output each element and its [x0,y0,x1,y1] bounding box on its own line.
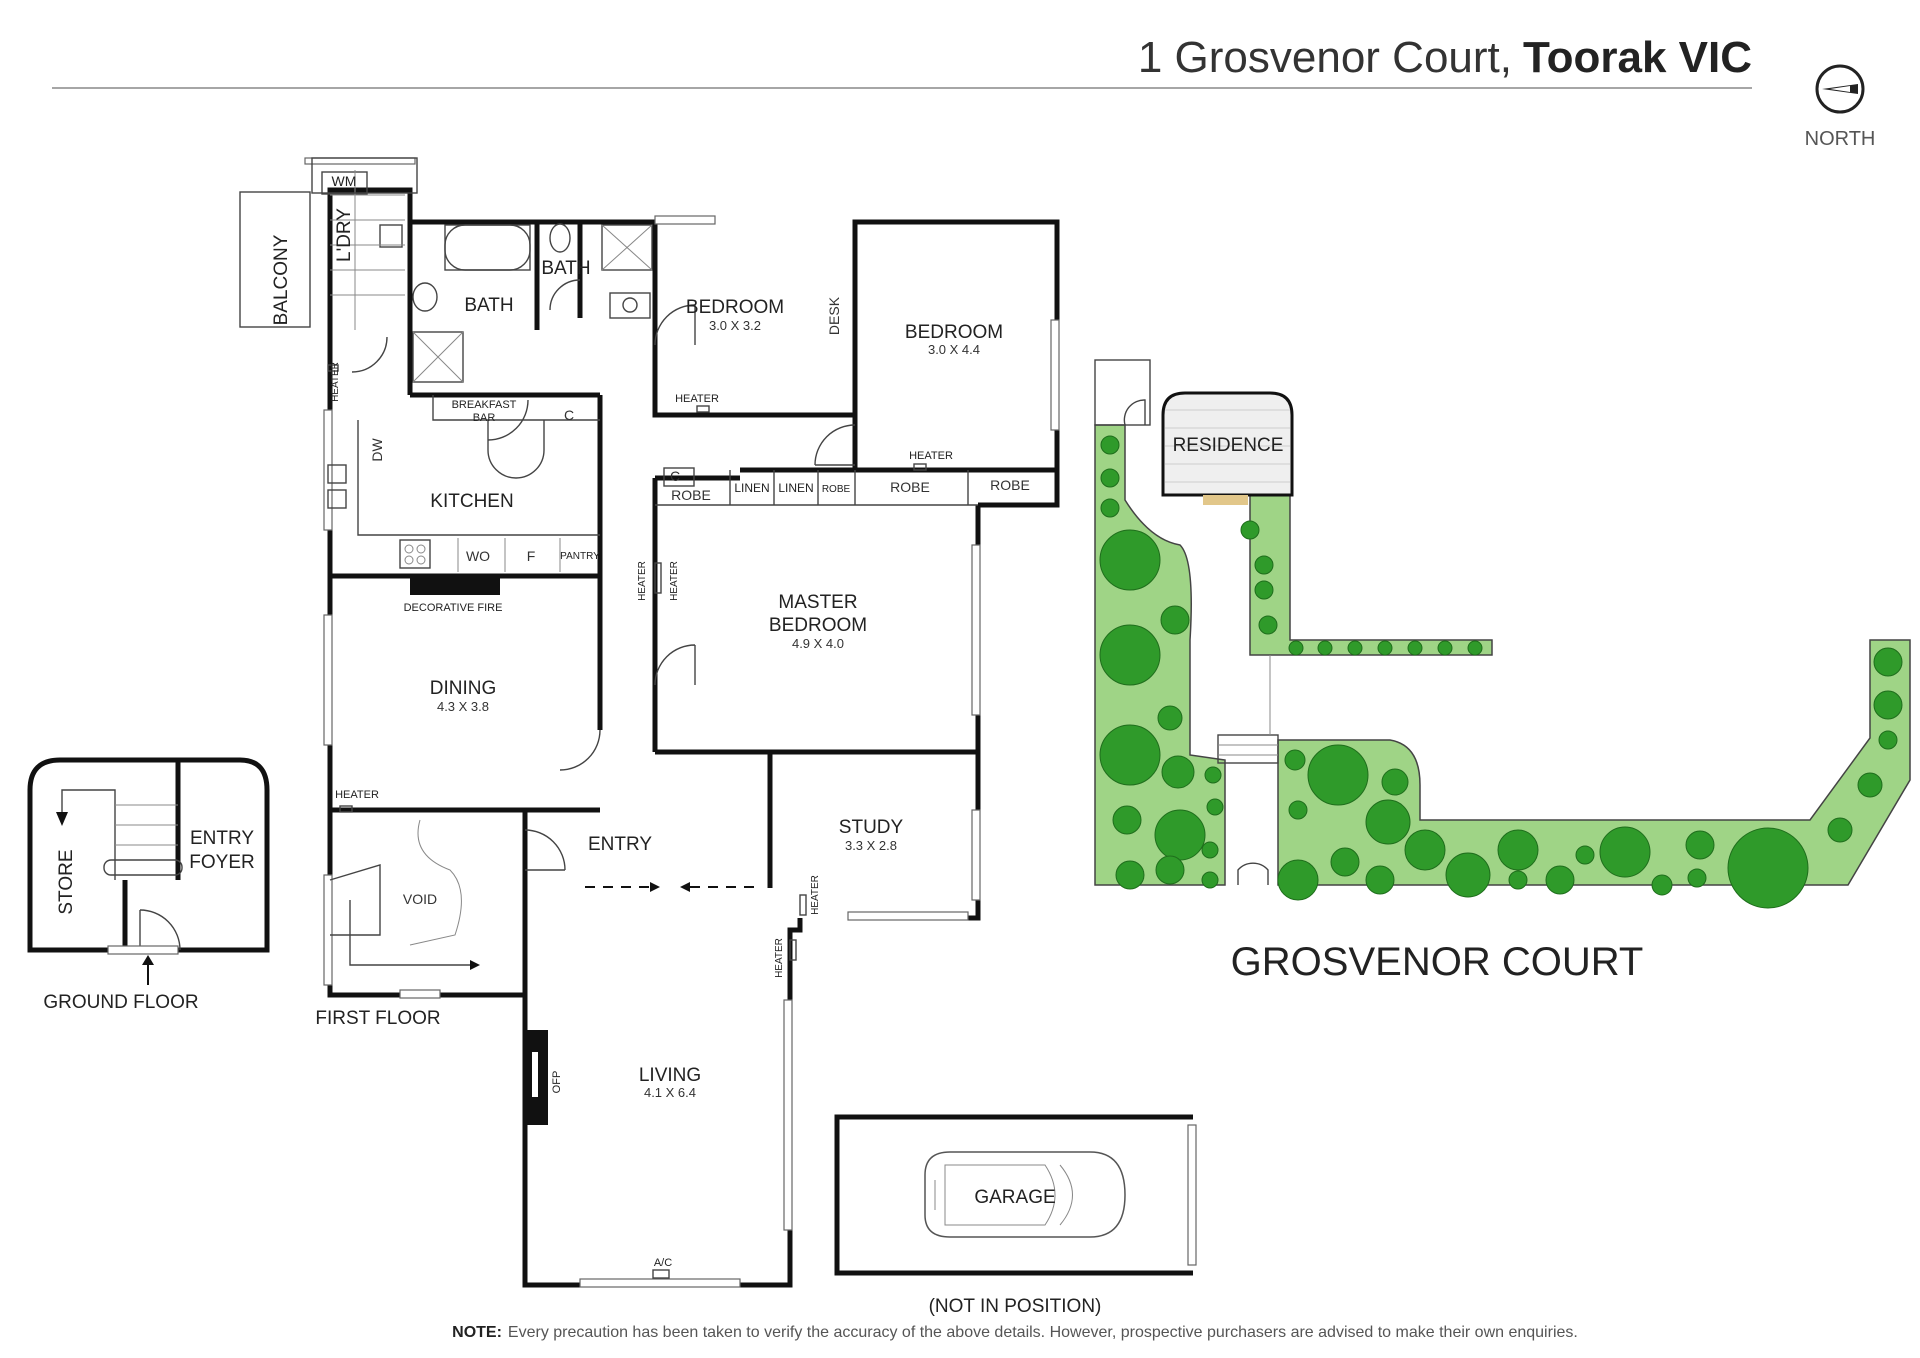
label-living-dim: 4.1 X 6.4 [644,1085,696,1100]
label-c-kitchen: C [564,407,574,423]
label-bedroom-2-dim: 3.0 X 4.4 [928,342,980,357]
address-street: 1 Grosvenor Court, [1138,33,1512,82]
room-labels: BALCONY L'DRY WM BATH BATH BEDROOM 3.0 X… [271,173,1030,1269]
compass-label: NORTH [1805,128,1876,150]
label-master-1: MASTER [778,592,857,613]
heater-bedroom-2: HEATER [909,450,953,462]
label-master-2: BEDROOM [769,615,867,636]
car-icon [924,1151,1126,1238]
label-void: VOID [403,891,437,907]
note-label: NOTE: [452,1324,502,1341]
label-dw: DW [369,438,385,462]
doors [351,279,856,871]
label-fridge: F [527,548,536,564]
label-entry-foyer-1: ENTRY [190,828,254,849]
note-text: Every precaution has been taken to verif… [508,1324,1578,1341]
label-study-dim: 3.3 X 2.8 [845,838,897,853]
label-robe-hall: ROBE [671,487,711,503]
label-ground-floor: GROUND FLOOR [43,992,198,1013]
heater-hall-1: HEATER [637,561,648,601]
label-kitchen: KITCHEN [430,491,513,512]
heater-labels: HEATER HEATER HEATER HEATER HEATER HEATE… [330,362,953,978]
address-suburb: Toorak VIC [1523,33,1752,82]
label-bedroom-1-dim: 3.0 X 3.2 [709,318,761,333]
label-wo: WO [466,548,490,564]
label-store: STORE [56,849,77,914]
label-study: STUDY [839,817,904,838]
label-not-in-position: (NOT IN POSITION) [929,1296,1102,1317]
label-wm: WM [332,173,357,189]
label-decorative-fire: DECORATIVE FIRE [404,602,503,614]
label-desk: DESK [826,296,842,335]
label-entry-foyer-2: FOYER [189,852,254,873]
label-ac: A/C [654,1257,672,1269]
note: NOTE: Every precaution has been taken to … [452,1324,1578,1341]
label-robe-small: ROBE [822,484,851,495]
heater-bedroom-1: HEATER [675,393,719,405]
label-bedroom-2: BEDROOM [905,322,1003,343]
residence-roof-icon [1165,409,1290,483]
label-balcony: BALCONY [271,234,292,325]
label-breakfast-1: BREAKFAST [452,399,517,411]
label-street: GROSVENOR COURT [1231,940,1644,984]
label-dining-dim: 4.3 X 3.8 [437,699,489,714]
garage: GARAGE (NOT IN POSITION) [834,1114,1197,1317]
label-dining: DINING [430,678,497,699]
site-plan: RESIDENCE [1094,359,1911,984]
compass-icon [1815,64,1865,114]
label-first-floor: FIRST FLOOR [315,1008,440,1029]
heater-dining: HEATER [335,789,379,801]
label-residence: RESIDENCE [1173,435,1284,456]
header: 1 Grosvenor Court, Toorak VIC NORTH [52,33,1875,150]
heater-hall-2: HEATER [669,561,680,601]
label-entry: ENTRY [588,834,652,855]
label-ofp: OFP [551,1071,563,1094]
label-pantry: PANTRY [560,551,600,562]
heater-laundry: HEATER [330,362,341,402]
label-garage: GARAGE [974,1187,1055,1208]
ground-floor-plan: STORE ENTRY FOYER GROUND FLOOR [27,757,270,1013]
tree-icons [1099,435,1903,909]
heater-study: HEATER [810,875,821,915]
label-linen-1: LINEN [734,481,769,495]
label-breakfast-2: BAR [473,412,496,424]
label-living: LIVING [639,1065,701,1086]
label-c-hall: C [670,468,680,484]
heater-living: HEATER [774,938,785,978]
label-laundry: L'DRY [334,208,355,262]
label-robe-3: ROBE [990,477,1030,493]
stairs-icon [330,170,405,330]
footer-note: NOTE: Every precaution has been taken to … [452,1324,1578,1341]
label-bedroom-1: BEDROOM [686,297,784,318]
fixtures [321,170,978,1279]
label-bath-main: BATH [464,295,513,316]
label-linen-2: LINEN [778,481,813,495]
label-robe-2: ROBE [890,479,930,495]
balcony-outline [239,157,418,328]
label-bath-ensuite: BATH [541,258,590,279]
house-walls [327,187,1060,1288]
label-master-dim: 4.9 X 4.0 [792,636,844,651]
